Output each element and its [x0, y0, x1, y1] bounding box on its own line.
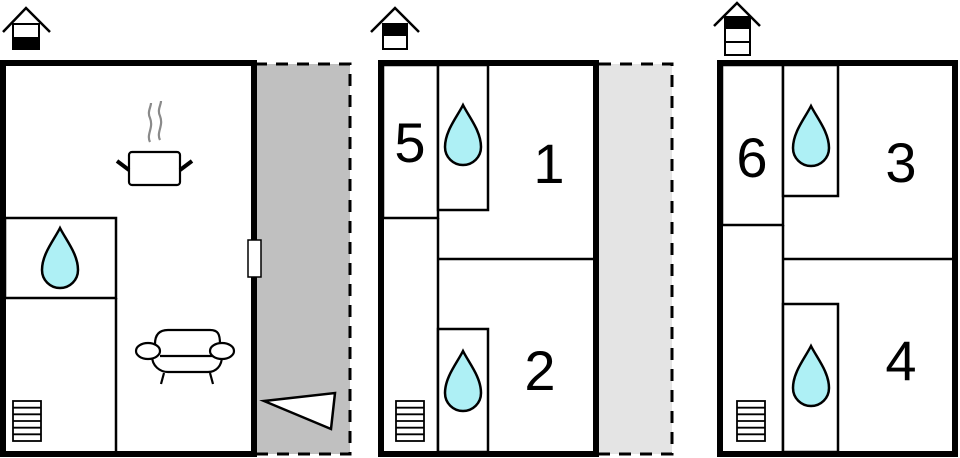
cooking-pot-icon	[115, 100, 194, 187]
house-floor-indicator-icon	[2, 6, 51, 50]
stairs-icon	[736, 400, 766, 442]
room-number-2: 2	[524, 339, 555, 402]
first-floor-plan: 5 1 2	[370, 6, 674, 457]
stairs-icon	[12, 400, 42, 442]
room-number-5: 5	[394, 111, 425, 174]
armchair-icon	[134, 328, 236, 385]
room-number-3: 3	[885, 131, 916, 194]
room-number-4: 4	[885, 329, 916, 392]
terrace-dashed-border	[255, 62, 352, 456]
terrace-area	[255, 64, 350, 454]
room-6	[720, 63, 785, 227]
ground-floor-plan	[0, 6, 352, 457]
window-icon	[247, 239, 262, 278]
stairs-icon	[395, 400, 425, 442]
room-number-6: 6	[736, 126, 767, 189]
house-floor-indicator-icon	[713, 1, 761, 56]
balcony-area	[599, 64, 672, 454]
second-floor-plan: 6 3 4	[713, 1, 958, 457]
house-floor-indicator-icon	[370, 6, 420, 50]
triangle-direction-icon	[259, 391, 337, 431]
room-number-1: 1	[533, 132, 564, 195]
